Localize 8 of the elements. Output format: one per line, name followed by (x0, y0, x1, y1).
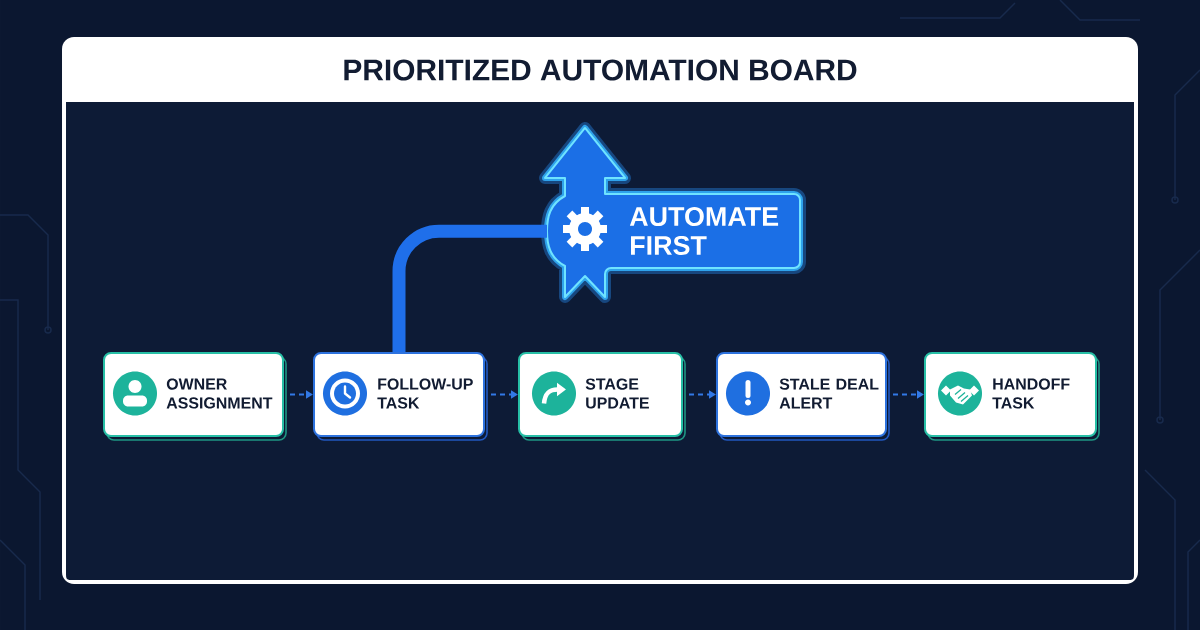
arrow (688, 390, 716, 399)
arrow-badge: AUTOMATE FIRST (539, 122, 806, 303)
arrow (892, 390, 924, 399)
arrow (490, 390, 518, 399)
arrow (289, 390, 313, 399)
connector-line (392, 224, 547, 352)
process-card: OWNER ASSIGNMENT (103, 352, 287, 441)
title: PRIORITIZED AUTOMATION BOARD (344, 59, 857, 81)
